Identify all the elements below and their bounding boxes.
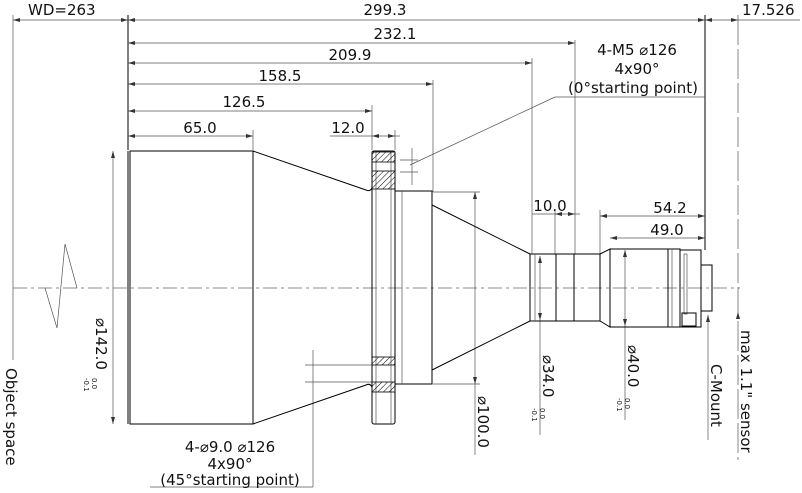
note-top-line1: 4-M5 ⌀126: [597, 41, 677, 59]
dim-10-label: 10.0: [533, 197, 566, 215]
dia-34-tol-upper: 0.0: [538, 408, 546, 419]
object-space-label: Object space: [2, 368, 20, 466]
note-top-line3: (0°starting point): [568, 79, 698, 97]
c-mount-label: C-Mount: [707, 364, 725, 427]
note-bottom-line1: 4-⌀9.0 ⌀126: [185, 438, 275, 456]
dia-142-label: ⌀142.0: [92, 318, 110, 370]
dim-49-label: 49.0: [650, 221, 683, 239]
note-bottom-line3: (45°starting point): [160, 471, 299, 489]
dim-126-label: 126.5: [223, 93, 266, 111]
lens-body: [127, 150, 713, 425]
dia-34-label: ⌀34.0: [539, 355, 557, 397]
dia-40-tol-lower: -0.1: [615, 398, 623, 412]
working-distance-label: WD=263: [28, 1, 96, 19]
dim-54-label: 54.2: [653, 199, 686, 217]
dia-100-label: ⌀100.0: [474, 396, 492, 448]
dim-12-label: 12.0: [331, 119, 364, 137]
dim-158-label: 158.5: [259, 67, 302, 85]
arrowheads: [13, 18, 740, 424]
back-distance-label: 17.526: [742, 1, 795, 19]
sensor-label: max 1.1" sensor: [737, 330, 755, 454]
dim-65-label: 65.0: [183, 119, 216, 137]
extension-lines: [12, 15, 739, 460]
note-top-line2: 4x90°: [614, 60, 659, 78]
dia-34-tol-lower: -0.1: [530, 408, 538, 422]
dim-209-label: 209.9: [329, 46, 372, 64]
dia-40-label: ⌀40.0: [624, 345, 642, 387]
dia-40-tol-upper: 0.0: [623, 398, 631, 409]
dim-232-label: 232.1: [374, 25, 417, 43]
dia-142-tol-lower: -0.1: [82, 378, 90, 392]
break-line: [44, 243, 78, 329]
note-bottom-line2: 4x90°: [207, 455, 252, 473]
total-length-label: 299.3: [364, 1, 407, 19]
dia-142-tol-upper: 0.0: [90, 378, 98, 389]
dimension-lines: [13, 19, 800, 488]
